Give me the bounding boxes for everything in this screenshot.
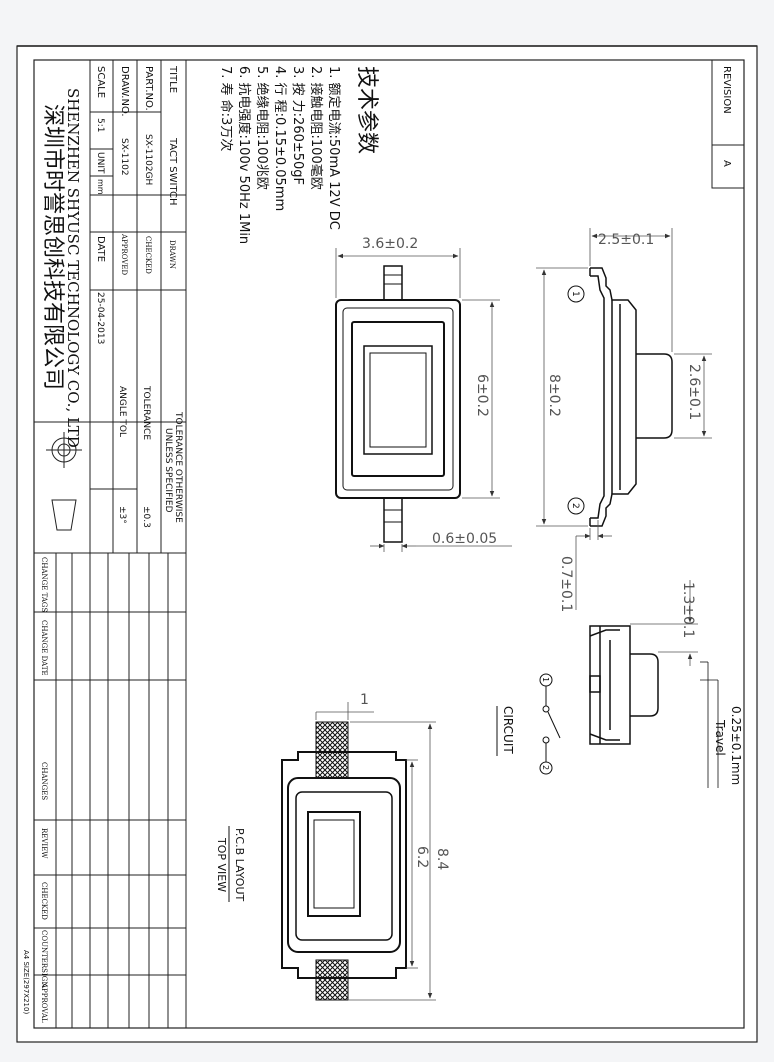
switch-side-view	[589, 267, 673, 527]
tech-line-0: 1. 额定电流:50mA 12V DC	[326, 66, 341, 230]
dim-stem-length: 2.6±0.1	[686, 364, 702, 420]
company-en: SHENZHEN SHYUSC TECHNOLOGY CO., LTD	[64, 88, 82, 448]
tolerance-heading-2: UNLESS SPECIFIED	[163, 428, 173, 513]
travel-value: 0.25±0.1mm	[729, 706, 743, 785]
inner-border	[33, 59, 745, 1029]
pcb-dims	[315, 702, 436, 1001]
change-col-2: CHANGES	[40, 762, 48, 800]
circuit-pin-2: 2	[541, 765, 550, 770]
revision-value: A	[721, 160, 732, 167]
tech-line-4: 5. 绝缘电阻:100兆欧	[254, 66, 270, 190]
part-value: SX-1102GH	[143, 134, 153, 185]
change-col-1: CHANGE DATE	[40, 620, 48, 676]
part-label: PART.NO.	[143, 66, 154, 111]
top-view-dims	[335, 248, 512, 552]
pcb-layout	[281, 721, 407, 1001]
title-block	[34, 60, 187, 1028]
circuit-label: CIRCUIT	[501, 706, 515, 754]
revision-box: REVISION A	[711, 59, 745, 189]
pin-2-marker-side: 2	[567, 497, 585, 515]
tech-line-3: 4. 行 程:0.15±0.05mm	[272, 66, 287, 211]
end-view-dims	[630, 580, 719, 788]
unit-value: mm	[96, 179, 105, 195]
projection-symbol-icon	[46, 432, 82, 531]
sheet-size: A4 SIZE(297X210)	[22, 950, 30, 1014]
dim-top-width: 3.6±0.2	[362, 236, 418, 252]
date-value: 25-04-2013	[95, 292, 105, 344]
pcb-label-1: P.C.B LAYOUT	[233, 828, 246, 902]
unit-label: UNIT	[95, 152, 105, 174]
tech-line-2: 3. 按 力:260±50gF	[290, 66, 305, 185]
switch-top-view	[335, 265, 461, 543]
company-cn: 深圳市时誉思创科技有限公司	[40, 104, 65, 390]
travel-label: Travel	[713, 719, 727, 756]
change-grid	[34, 553, 186, 1028]
dim-pcb-inner: 6.2	[414, 846, 430, 868]
change-col-3: REVIEW	[40, 828, 48, 859]
draw-no-value: SX-1102	[119, 138, 129, 176]
angle-tol-label: ANGLE TOL	[117, 386, 127, 437]
draw-no-label: DRAW.NO.	[119, 66, 130, 117]
svg-text:1: 1	[570, 291, 580, 297]
change-col-0: CHANGE TAGS	[40, 557, 48, 613]
tolerance-label: TOLERANCE	[141, 385, 151, 440]
revision-label: REVISION	[721, 66, 732, 114]
dim-pad-width: 1	[360, 692, 369, 708]
dim-side-width: 2.5±0.1	[598, 232, 654, 248]
change-col-4: CHECKED	[40, 882, 48, 920]
scale-value: 5:1	[95, 118, 105, 132]
angle-tol-value: ±3°	[117, 506, 127, 524]
tech-line-1: 2. 接触电阻:100毫欧	[308, 66, 324, 190]
dim-stem-height: 1.3±0.1	[680, 582, 696, 638]
title-label: TITLE	[167, 65, 178, 93]
dim-pcb-outer: 8.4	[434, 848, 450, 870]
dim-side-length: 8±0.2	[546, 374, 562, 417]
tech-line-6: 7. 寿 命:3万次	[218, 66, 234, 151]
pcb-label-2: TOP VIEW	[215, 837, 228, 892]
pin-1-marker-side: 1	[567, 285, 585, 303]
circuit-symbol	[539, 673, 561, 775]
tech-line-5: 6. 抗电强度:100v 50Hz 1Min	[236, 66, 252, 244]
dim-terminal-width: 0.6±0.05	[432, 531, 497, 547]
checked-label: CHECKED	[144, 236, 152, 274]
tolerance-heading-1: TOLERANCE OTHERWISE	[173, 411, 183, 523]
change-col-5: COUNTERSIGN	[40, 930, 48, 987]
approved-label: APPROVED	[120, 233, 128, 276]
dim-terminal-thk: 0.7±0.1	[558, 556, 574, 612]
switch-end-view	[589, 625, 659, 745]
tolerance-value: ±0.3	[141, 506, 151, 528]
scale-label: SCALE	[95, 66, 106, 98]
circuit-pin-1: 1	[541, 677, 550, 682]
side-view-dims	[536, 228, 712, 610]
dim-top-length: 6±0.2	[474, 374, 490, 417]
drawn-label: DRAWN	[168, 240, 176, 269]
outer-border	[16, 45, 758, 1043]
date-label: DATE	[95, 236, 106, 262]
tech-heading: 技术参数	[354, 66, 379, 154]
svg-text:2: 2	[570, 503, 580, 509]
change-col-6: APPROVAL	[40, 982, 48, 1023]
title-value: TACT SWITCH	[167, 137, 178, 205]
tech-parameters: 技术参数 1. 额定电流:50mA 12V DC 2. 接触电阻:100毫欧 3…	[218, 66, 379, 244]
